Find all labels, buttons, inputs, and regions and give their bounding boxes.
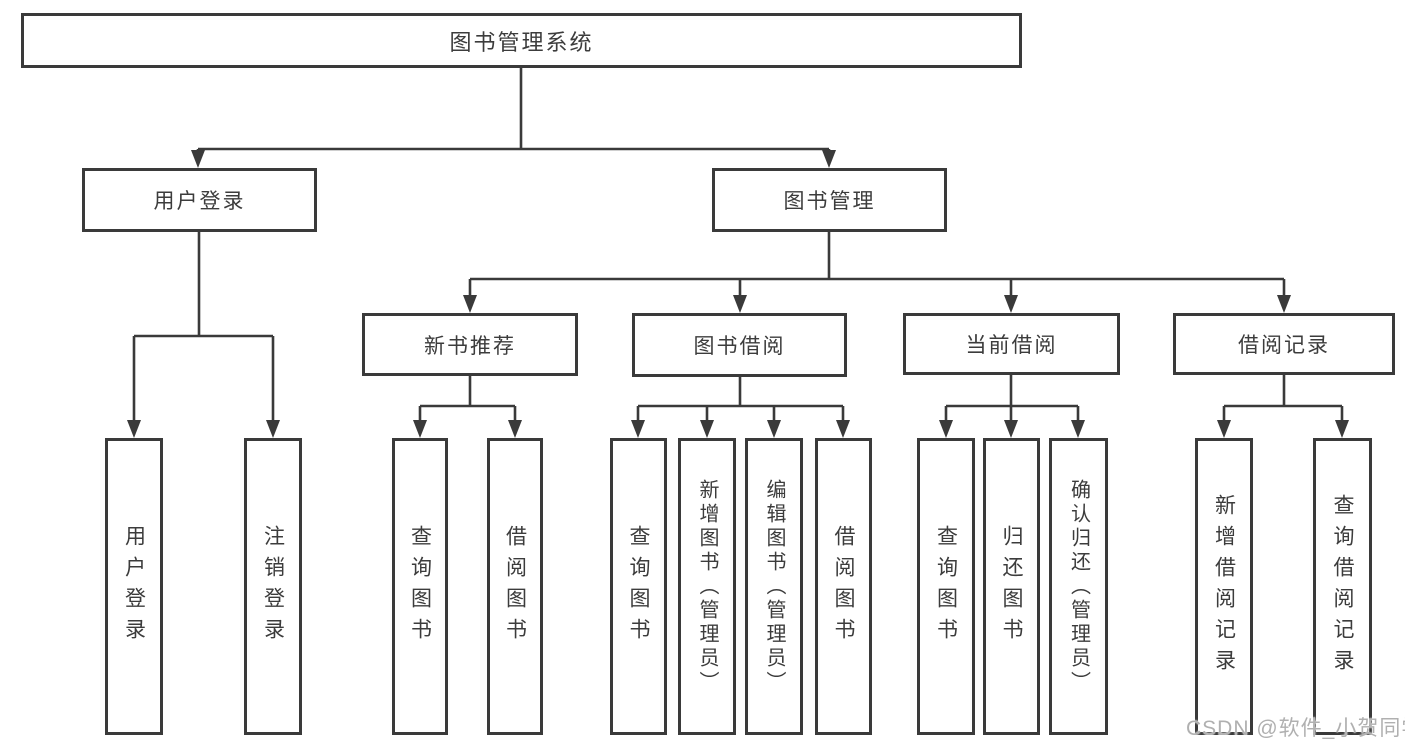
node-book-borrowing: 图书借阅 <box>632 313 847 377</box>
leaf-add-books-admin: 新增图书（管理员） <box>678 438 736 735</box>
node-user-login: 用户登录 <box>82 168 317 232</box>
node-label: 当前借阅 <box>965 334 1058 357</box>
node-label: 图书借阅 <box>693 335 786 358</box>
leaf-label: 编辑图书（管理员） <box>763 478 785 695</box>
leaf-label: 查询借阅记录 <box>1331 493 1354 680</box>
leaf-user-login: 用户登录 <box>105 438 163 735</box>
node-borrowing-records: 借阅记录 <box>1173 313 1395 375</box>
leaf-label: 用户登录 <box>122 524 146 649</box>
leaf-query-borrow-record: 查询借阅记录 <box>1313 438 1372 735</box>
leaf-label: 新增图书（管理员） <box>696 478 718 695</box>
leaf-query-books: 查询图书 <box>917 438 975 735</box>
leaf-label: 查询图书 <box>934 524 958 649</box>
csdn-watermark: CSDN @软件_小贺同学 <box>1186 717 1405 740</box>
leaf-query-books: 查询图书 <box>392 438 448 735</box>
leaf-label: 借阅图书 <box>503 524 527 649</box>
arrowheads <box>127 150 1349 438</box>
leaf-label: 新增借阅记录 <box>1212 493 1236 680</box>
node-book-management: 图书管理 <box>712 168 947 232</box>
leaf-add-borrow-record: 新增借阅记录 <box>1195 438 1253 735</box>
leaf-confirm-return-admin: 确认归还（管理员） <box>1049 438 1108 735</box>
leaf-label: 查询图书 <box>408 524 432 649</box>
leaf-edit-books-admin: 编辑图书（管理员） <box>745 438 803 735</box>
leaf-label: 查询图书 <box>627 524 650 649</box>
leaf-label: 借阅图书 <box>832 524 855 649</box>
node-new-book-recommendation: 新书推荐 <box>362 313 578 376</box>
node-label: 图书管理系统 <box>449 29 594 55</box>
node-label: 借阅记录 <box>1238 334 1330 357</box>
leaf-borrow-books: 借阅图书 <box>815 438 872 735</box>
leaf-borrow-books: 借阅图书 <box>487 438 543 735</box>
leaf-logout: 注销登录 <box>244 438 302 735</box>
leaf-return-books: 归还图书 <box>983 438 1040 735</box>
node-library-management-system: 图书管理系统 <box>21 13 1022 68</box>
node-label: 新书推荐 <box>424 334 516 358</box>
leaf-query-books: 查询图书 <box>610 438 667 735</box>
leaf-label: 确认归还（管理员） <box>1067 478 1090 695</box>
node-current-borrowing: 当前借阅 <box>903 313 1120 375</box>
node-label: 图书管理 <box>783 190 876 213</box>
node-label: 用户登录 <box>153 190 246 213</box>
leaf-label: 注销登录 <box>261 524 285 649</box>
leaf-label: 归还图书 <box>1000 524 1023 649</box>
